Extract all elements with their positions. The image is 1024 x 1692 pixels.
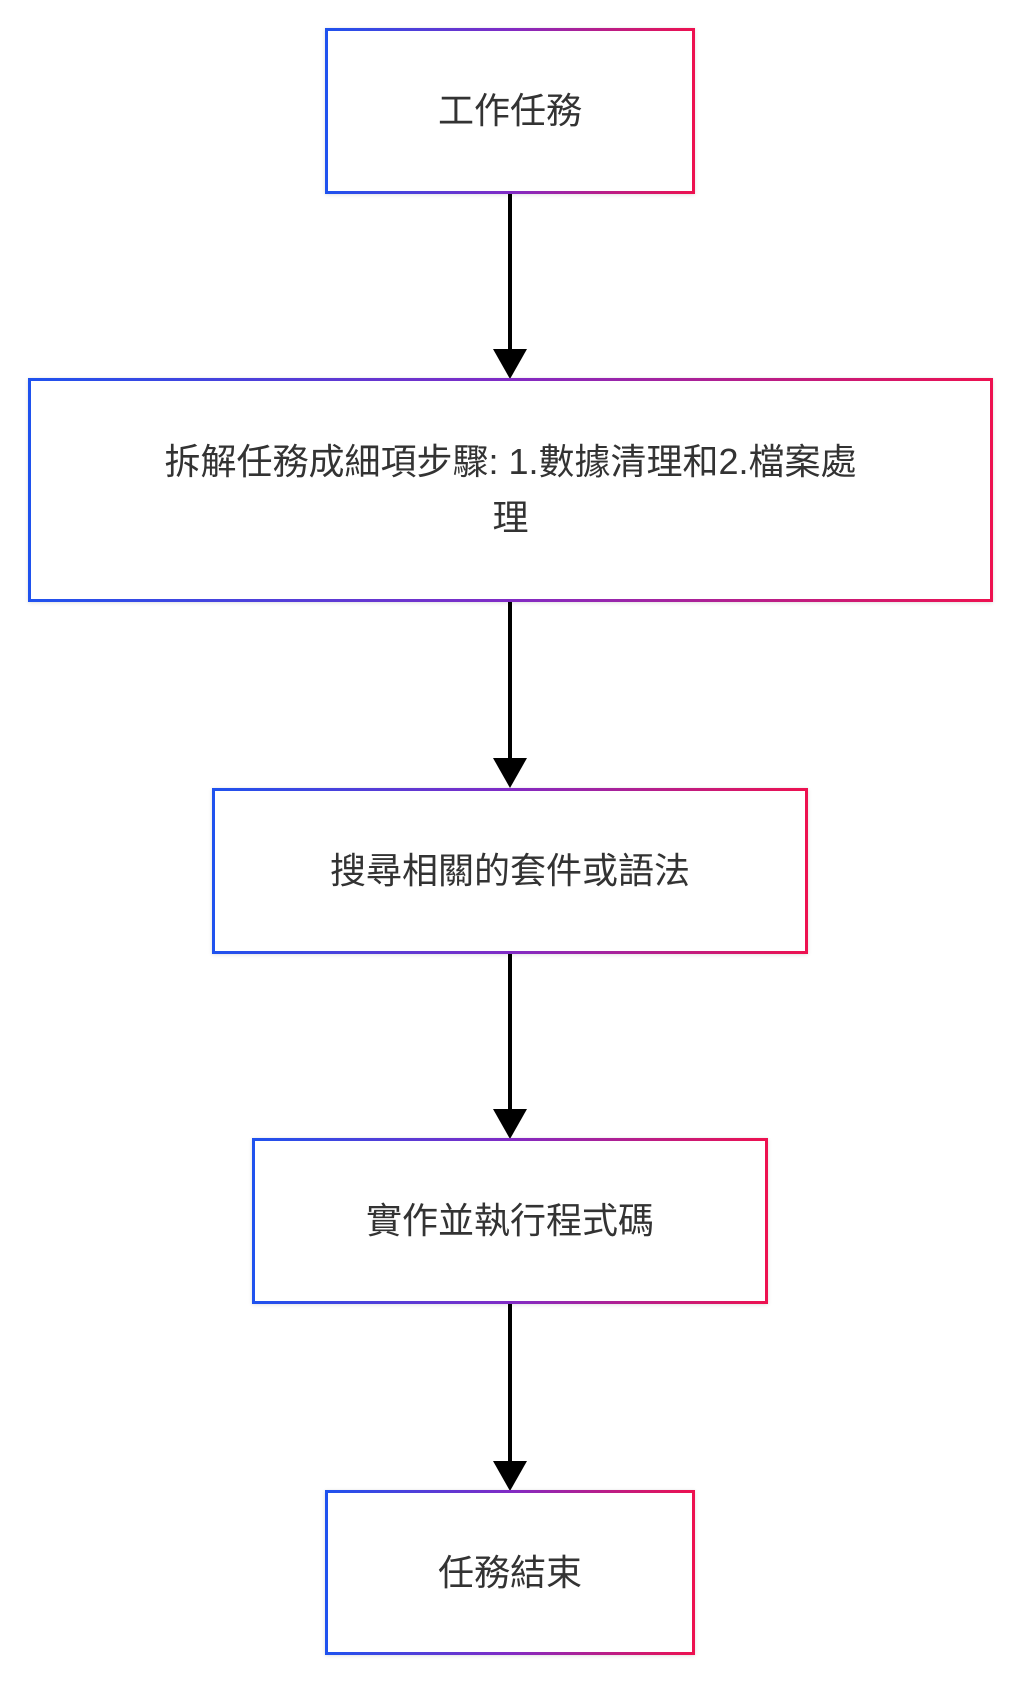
flow-node-search: 搜尋相關的套件或語法	[212, 788, 808, 954]
flow-node-search-label: 搜尋相關的套件或語法	[329, 850, 690, 891]
arrow-line	[508, 194, 512, 349]
arrowhead-down-icon	[493, 758, 527, 788]
flow-node-implement-label: 實作並執行程式碼	[365, 1200, 654, 1241]
arrow-line	[508, 602, 512, 758]
arrow-start-to-breakdown	[493, 194, 527, 379]
arrow-search-to-implement	[493, 954, 527, 1139]
flow-node-breakdown: 拆解任務成細項步驟: 1.數據清理和2.檔案處理	[28, 378, 993, 602]
arrowhead-down-icon	[493, 349, 527, 379]
arrow-implement-to-end	[493, 1304, 527, 1491]
flow-node-end-label: 任務結束	[437, 1551, 582, 1593]
flow-node-start: 工作任務	[325, 28, 695, 194]
flow-node-end: 任務結束	[325, 1490, 695, 1655]
arrowhead-down-icon	[493, 1461, 527, 1491]
arrow-line	[508, 1304, 512, 1461]
flow-node-implement: 實作並執行程式碼	[252, 1138, 768, 1304]
flow-node-breakdown-label: 拆解任務成細項步驟: 1.數據清理和2.檔案處理	[164, 441, 857, 538]
arrow-breakdown-to-search	[493, 602, 527, 788]
flow-node-start-label: 工作任務	[437, 90, 582, 131]
arrowhead-down-icon	[493, 1109, 527, 1139]
arrow-line	[508, 954, 512, 1109]
